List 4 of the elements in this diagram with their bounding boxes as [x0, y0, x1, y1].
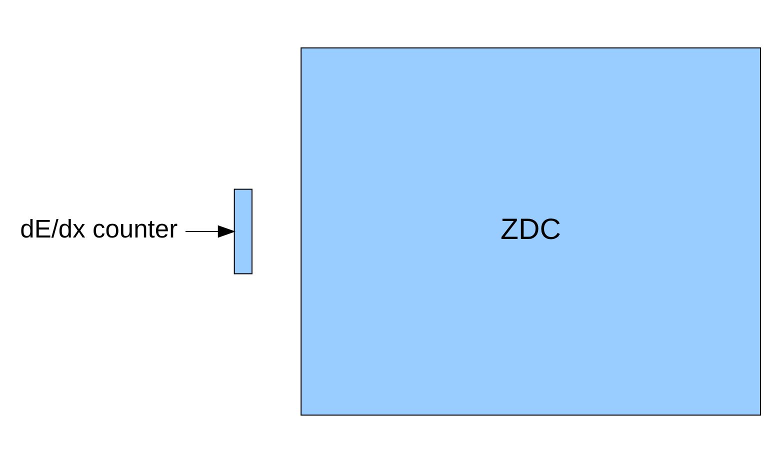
- arrow: [185, 224, 236, 238]
- node-text: dE/dx counter: [20, 215, 178, 244]
- node-bar: [234, 188, 252, 274]
- node-box: ZDC: [300, 46, 761, 416]
